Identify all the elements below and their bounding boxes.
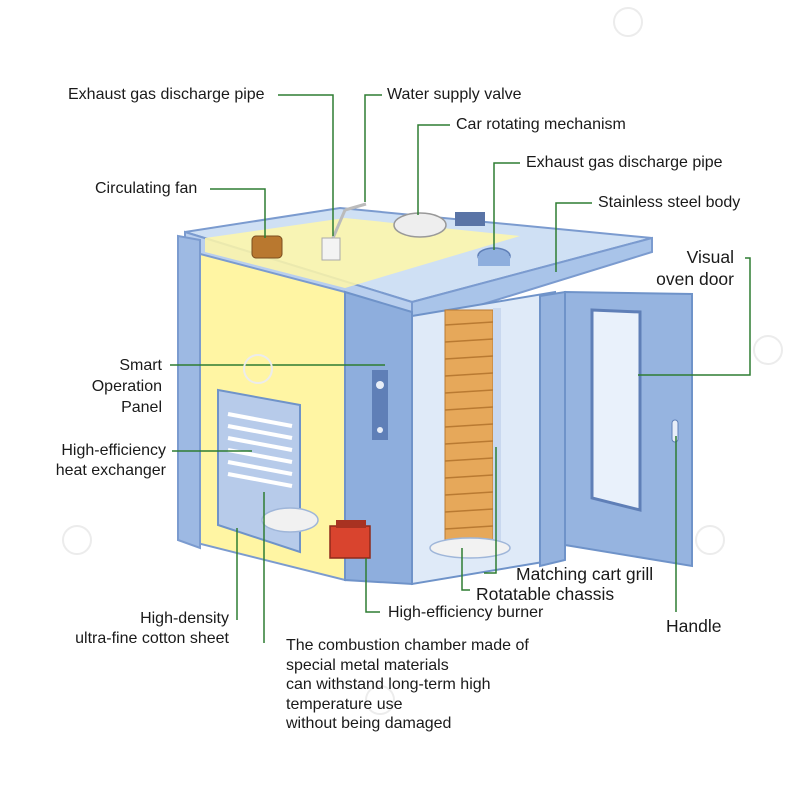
label-exhaust-pipe-right: Exhaust gas discharge pipe [526, 153, 723, 173]
label-matching-cart-grill: Matching cart grill [516, 563, 653, 585]
circulating-fan [252, 236, 282, 258]
label-combustion-chamber-line5: without being damaged [286, 714, 529, 734]
label-heat-exchanger: High-efficiency heat exchanger [40, 441, 166, 481]
label-visual-oven-door: Visual oven door [630, 246, 734, 290]
label-car-rotating-mechanism: Car rotating mechanism [456, 115, 626, 135]
label-visual-oven-door-line2: oven door [630, 268, 734, 290]
label-smart-operation-panel: Smart Operation Panel [80, 355, 162, 418]
rotatable-chassis [430, 538, 510, 558]
label-handle: Handle [666, 615, 721, 637]
oven-illustration [178, 204, 692, 584]
door-window [592, 310, 640, 510]
label-smart-operation-panel-line3: Panel [80, 397, 162, 418]
label-smart-operation-panel-line1: Smart [80, 355, 162, 376]
combustion-chamber-bowl [262, 508, 318, 532]
label-heat-exchanger-line1: High-efficiency [40, 441, 166, 461]
label-stainless-steel-body: Stainless steel body [598, 193, 740, 213]
label-heat-exchanger-line2: heat exchanger [40, 461, 166, 481]
label-smart-operation-panel-line2: Operation [80, 376, 162, 397]
door-handle [672, 420, 678, 442]
water-valve-body [322, 238, 340, 260]
rotating-mechanism [394, 213, 446, 237]
label-exhaust-pipe-left: Exhaust gas discharge pipe [68, 85, 265, 105]
rotating-motor [455, 212, 485, 226]
exhaust-pipe-body [478, 256, 510, 266]
panel-knob-2 [377, 427, 383, 433]
label-combustion-chamber-line4: temperature use [286, 695, 529, 715]
label-cotton-sheet-line2: ultra-fine cotton sheet [36, 629, 229, 649]
label-combustion-chamber-line2: special metal materials [286, 656, 529, 676]
label-combustion-chamber: The combustion chamber made of special m… [286, 636, 529, 734]
label-rotatable-chassis: Rotatable chassis [476, 583, 614, 605]
label-cotton-sheet-line1: High-density [36, 609, 229, 629]
left-frame [178, 236, 200, 548]
label-visual-oven-door-line1: Visual [630, 246, 734, 268]
label-high-efficiency-burner: High-efficiency burner [388, 603, 543, 623]
cart-rack [445, 308, 501, 542]
chamber-right-frame [540, 292, 565, 566]
label-combustion-chamber-line3: can withstand long-term high [286, 675, 529, 695]
label-water-supply-valve: Water supply valve [387, 85, 522, 105]
label-cotton-sheet: High-density ultra-fine cotton sheet [36, 609, 229, 649]
label-combustion-chamber-line1: The combustion chamber made of [286, 636, 529, 656]
panel-knob [376, 381, 384, 389]
burner-top [336, 520, 366, 528]
label-circulating-fan: Circulating fan [95, 179, 197, 199]
burner [330, 526, 370, 558]
